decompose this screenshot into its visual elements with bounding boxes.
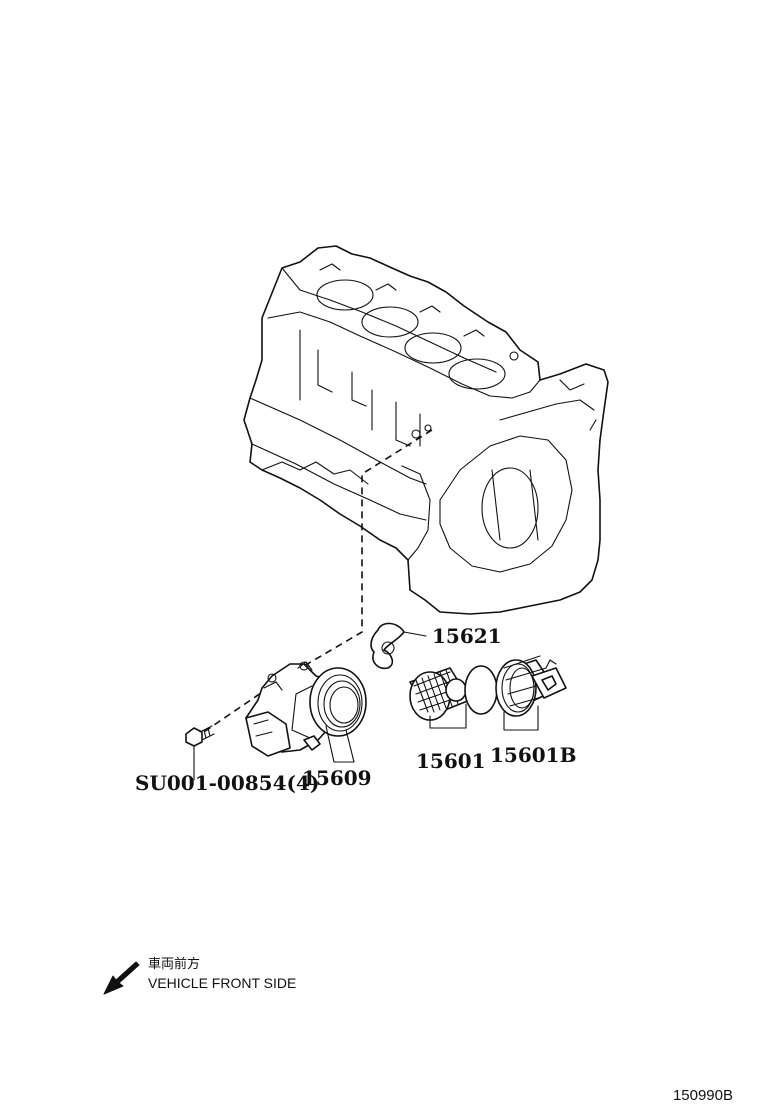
oil-filter-cap-drawing: [495, 655, 567, 731]
vehicle-front-caption-en: VEHICLE FRONT SIDE: [148, 975, 296, 991]
bolt-drawing: [185, 725, 215, 781]
label-15609: 15609: [302, 766, 372, 790]
oil-filter-gasket-drawing: [370, 622, 427, 670]
label-bolt: SU001-00854(4): [135, 771, 319, 795]
engine-block-drawing: [243, 245, 609, 615]
vehicle-front-caption-jp: 車両前方: [148, 956, 200, 972]
oil-filter-element-drawing: [409, 665, 498, 729]
arrow-down-left-icon: [103, 961, 140, 995]
drawing-id: 150990B: [673, 1087, 733, 1104]
assembly-guide-lines: [197, 429, 433, 737]
oil-filter-bracket-drawing: [245, 661, 367, 763]
label-15621: 15621: [432, 624, 502, 648]
label-15601: 15601: [416, 749, 486, 773]
label-15601b: 15601B: [490, 743, 576, 767]
